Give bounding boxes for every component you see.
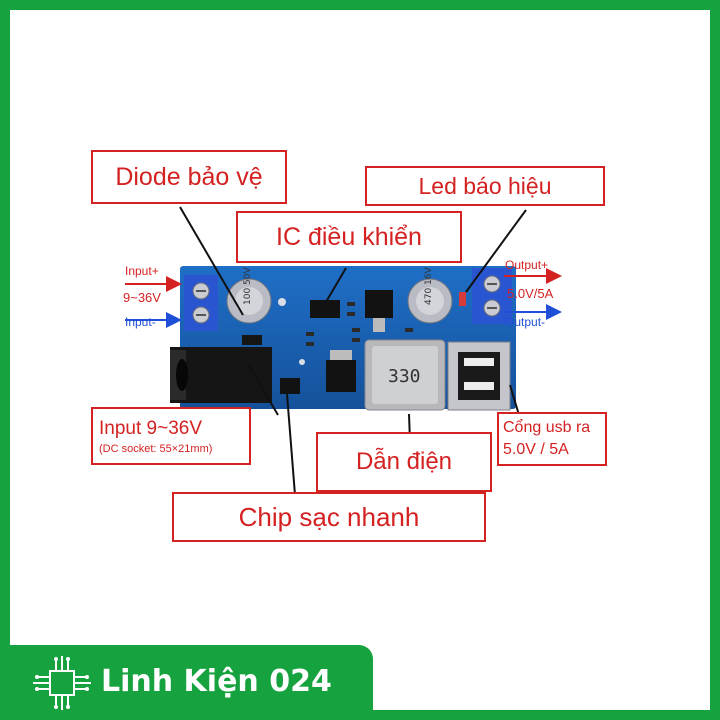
- capacitor-right: 470 16V: [407, 267, 453, 324]
- input-minus-label: Input-: [125, 315, 156, 329]
- dc-jack: [170, 347, 272, 403]
- diode-label: Diode bảo vệ: [91, 150, 287, 204]
- input-voltage-label: 9~36V: [123, 290, 161, 305]
- brand-name: Linh Kiện 024: [101, 664, 332, 699]
- usb-label-value: 5.0V / 5A: [503, 441, 569, 458]
- fast-charge-chip: [280, 378, 300, 394]
- svg-text:330: 330: [388, 366, 421, 387]
- input-label-title: Input 9~36V: [99, 417, 203, 439]
- capacitor-left: 100 50V: [226, 267, 272, 324]
- ic-label: IC điều khiển: [236, 211, 462, 263]
- control-ic: [310, 300, 340, 318]
- output-voltage-label: 5.0V/5A: [507, 286, 554, 301]
- mosfet-bottom: [326, 360, 356, 392]
- inductor-label: Dẫn điện: [316, 432, 492, 492]
- smd-components: [242, 292, 466, 346]
- input-terminal-block: [184, 275, 218, 331]
- usb-label: Cổng usb ra 5.0V / 5A: [497, 412, 607, 466]
- mosfet-top: [365, 290, 393, 318]
- usb-port: [447, 341, 511, 411]
- output-plus-label: Output+: [505, 258, 549, 272]
- output-terminal-block: [472, 268, 512, 324]
- inductor: 330: [364, 339, 446, 411]
- board-photo: 100 50V 470 16V 330: [125, 206, 562, 496]
- input-plus-label: Input+: [125, 264, 159, 278]
- chip-label: Chip sạc nhanh: [172, 492, 486, 542]
- usb-label-title: Cổng usb ra: [503, 419, 591, 436]
- output-minus-label: Output-: [505, 315, 546, 329]
- input-label-detail: (DC socket: 55×21mm): [99, 442, 213, 455]
- svg-text:100 50V: 100 50V: [243, 267, 253, 305]
- chip-logo-icon: [33, 656, 91, 710]
- input-label: Input 9~36V (DC socket: 55×21mm): [91, 407, 251, 465]
- svg-text:470 16V: 470 16V: [424, 267, 434, 305]
- led-label: Led báo hiệu: [365, 166, 605, 206]
